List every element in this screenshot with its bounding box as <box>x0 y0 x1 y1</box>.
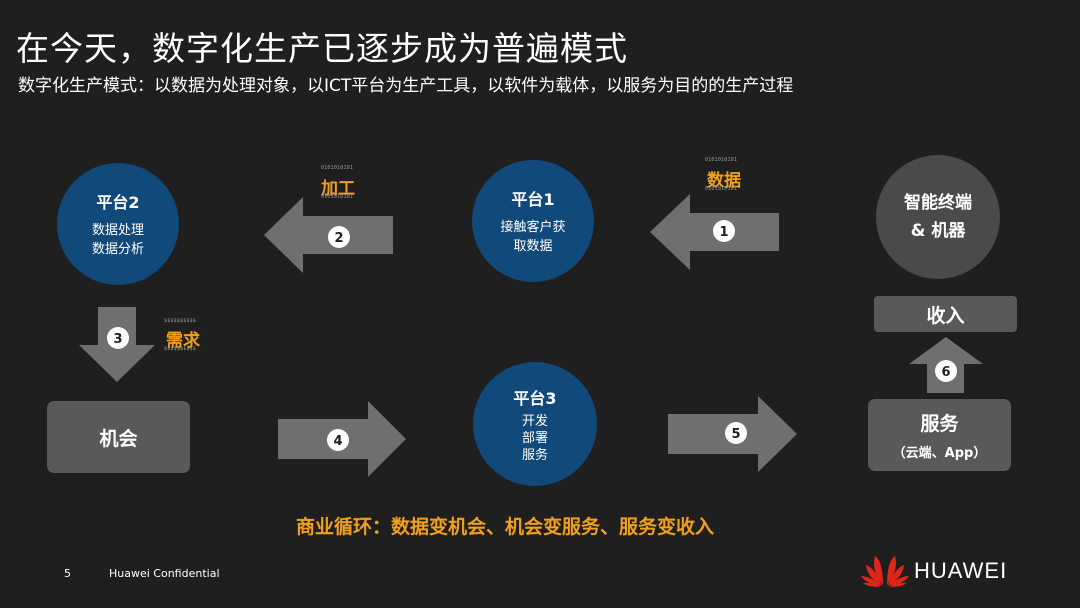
step-number-1: 1 <box>719 225 728 240</box>
page-number: 5 <box>64 567 71 580</box>
opportunity-box: 机会 <box>47 401 190 473</box>
page-title: 在今天，数字化生产已逐步成为普遍模式 <box>16 29 628 68</box>
revenue-label: 收入 <box>926 304 965 327</box>
revenue-box: 收入 <box>874 296 1017 332</box>
platform1-line-2: 取数据 <box>513 239 553 254</box>
step-badge-4 <box>327 429 349 451</box>
platform3-line-1: 开发 <box>521 413 548 429</box>
opportunity-label: 机会 <box>99 427 138 450</box>
business-cycle-text: 商业循环：数据变机会、机会变服务、服务变收入 <box>295 516 714 538</box>
step-badge-6 <box>935 360 957 382</box>
demand-bits-top: $$$$$$$$$$ <box>164 318 197 324</box>
platform3-title: 平台3 <box>513 388 557 408</box>
confidential-label: Huawei Confidential <box>109 567 220 580</box>
step-number-4: 4 <box>333 434 342 449</box>
platform1-node: 平台1 接触客户获 取数据 <box>472 160 594 282</box>
terminal-line-2: & 机器 <box>910 221 966 241</box>
arrow-step-2: 2 <box>264 197 393 273</box>
platform1-line-1: 接触客户获 <box>500 220 566 235</box>
data-bits-top: 0101010101 <box>705 157 738 163</box>
platform3-line-3: 服务 <box>521 447 548 463</box>
arrow-step-1: 1 <box>650 194 779 270</box>
platform2-title: 平台2 <box>96 193 140 212</box>
huawei-logo-text: HUAWEI <box>914 558 1008 583</box>
data-bits-bottom: 0101010101 <box>705 186 738 192</box>
smart-terminal-node: 智能终端 & 机器 <box>876 155 1000 279</box>
terminal-line-1: 智能终端 <box>904 193 972 213</box>
platform2-line-1: 数据处理 <box>91 223 144 238</box>
step-number-5: 5 <box>731 427 740 442</box>
step-badge-2 <box>328 226 350 248</box>
process-label: 加工 <box>321 179 355 199</box>
process-bits-top: 0101010101 <box>321 165 354 171</box>
demand-label: 需求 <box>166 331 200 351</box>
data-label: 数据 <box>707 171 741 191</box>
arrow-step-3: 3 <box>79 307 155 382</box>
page-subtitle: 数字化生产模式：以数据为处理对象，以ICT平台为生产工具，以软件为载体，以服务为… <box>18 76 794 96</box>
step-badge-5 <box>725 422 747 444</box>
huawei-logo-icon <box>861 556 909 587</box>
step-badge-3 <box>107 327 129 349</box>
platform3-line-2: 部署 <box>521 430 548 446</box>
platform2-line-2: 数据分析 <box>91 242 144 257</box>
process-bits-bottom: 0101010101 <box>321 194 354 200</box>
step-number-2: 2 <box>334 231 343 246</box>
step-badge-1 <box>713 220 735 242</box>
platform3-node: 平台3 开发 部署 服务 <box>473 362 597 486</box>
step-number-6: 6 <box>941 365 950 380</box>
step-number-3: 3 <box>113 332 122 347</box>
arrow-step-6: 6 <box>909 337 983 393</box>
demand-bits-bottom: $$$$$$$$$$ <box>164 346 197 352</box>
platform1-title: 平台1 <box>511 190 555 209</box>
service-box: 服务 （云端、App） <box>868 399 1011 471</box>
arrow-step-4: 4 <box>278 401 406 477</box>
arrow-step-5: 5 <box>668 396 797 472</box>
service-sublabel: （云端、App） <box>892 446 987 461</box>
platform2-node: 平台2 数据处理 数据分析 <box>57 163 179 285</box>
service-label: 服务 <box>920 413 959 435</box>
